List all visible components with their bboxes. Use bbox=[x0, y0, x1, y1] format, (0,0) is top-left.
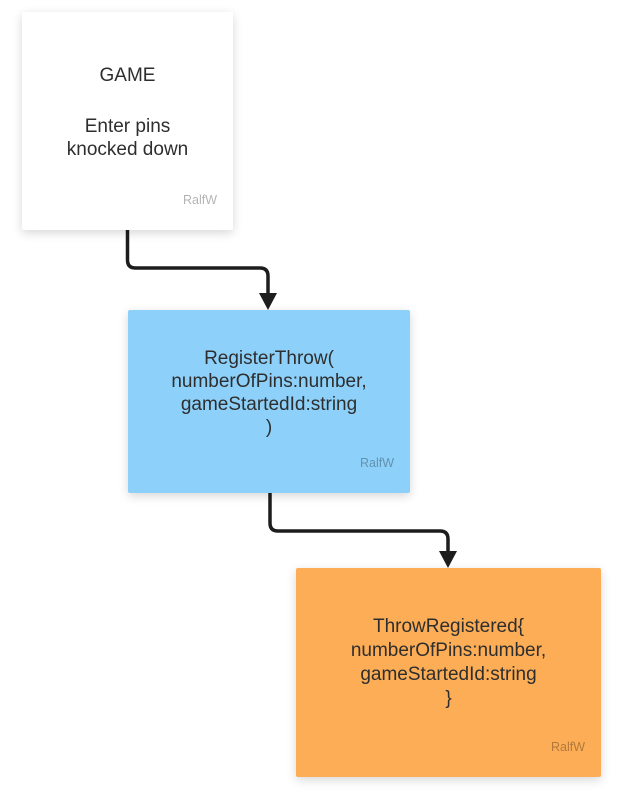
note-line: knocked down bbox=[66, 139, 189, 160]
arrowhead-icon bbox=[439, 551, 457, 568]
sticky-note-throw-registered[interactable]: ThrowRegistered{ numberOfPins:number, ga… bbox=[296, 568, 601, 777]
note-line: } bbox=[445, 688, 452, 709]
note-line: ThrowRegistered{ bbox=[372, 616, 525, 637]
author-label: RalfW bbox=[359, 455, 394, 470]
arrowhead-icon bbox=[259, 293, 277, 310]
note-line: numberOfPins:number, bbox=[171, 371, 367, 392]
sticky-note-game[interactable]: GAME Enter pins knocked down RalfW bbox=[22, 12, 233, 230]
note-line: numberOfPins:number, bbox=[350, 640, 547, 661]
arrow-line bbox=[268, 491, 450, 555]
arrow-game-to-register-throw bbox=[125, 228, 277, 310]
author-label: RalfW bbox=[182, 192, 217, 207]
note-line: ) bbox=[265, 417, 273, 438]
author-label: RalfW bbox=[550, 739, 585, 754]
sticky-note-register-throw[interactable]: RegisterThrow( numberOfPins:number, game… bbox=[128, 310, 410, 493]
note-title: GAME bbox=[99, 65, 156, 86]
note-line: RegisterThrow( bbox=[204, 348, 334, 369]
arrow-line bbox=[125, 228, 270, 297]
note-line: gameStartedId:string bbox=[360, 664, 537, 685]
note-line: gameStartedId:string bbox=[180, 394, 358, 415]
arrow-register-throw-to-throw-registered bbox=[268, 491, 457, 568]
note-line: Enter pins bbox=[84, 116, 171, 137]
